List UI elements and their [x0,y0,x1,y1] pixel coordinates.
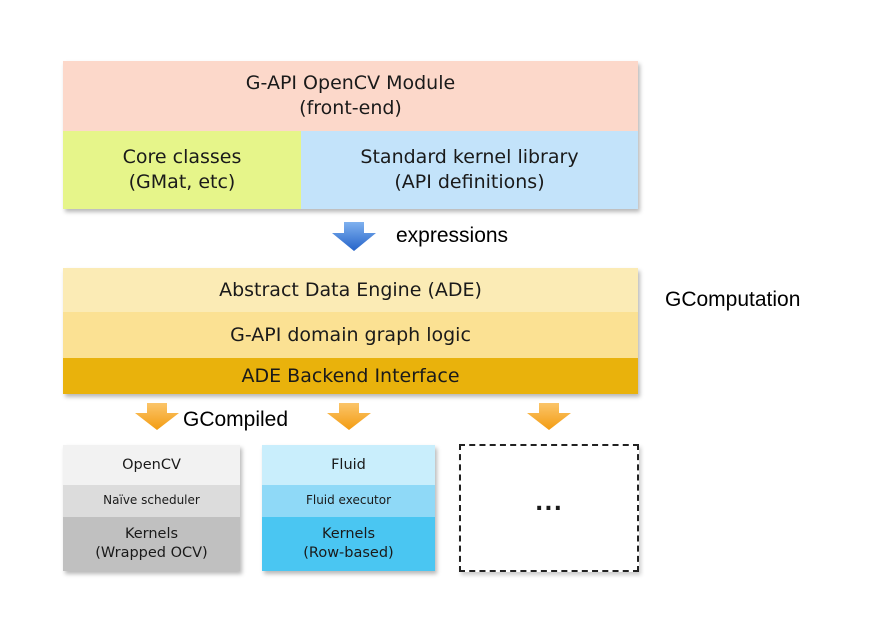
ade-box: Abstract Data Engine (ADE) [63,268,638,312]
down-arrow-orange-icon [527,403,571,430]
core-classes-box: Core classes (GMat, etc) [63,131,301,209]
frontend-module: G-API OpenCV Module (front-end) Core cla… [63,61,638,209]
down-arrow-blue-icon [332,222,376,251]
gcomputation-label: GComputation [665,288,801,311]
fluid-name: Fluid [262,445,435,485]
fluid-scheduler: Fluid executor [262,485,435,517]
opencv-name: OpenCV [63,445,240,485]
ellipsis-text: ... [534,490,564,516]
fluid-kernels: Kernels (Row-based) [262,517,435,571]
opencv-scheduler: Naïve scheduler [63,485,240,517]
opencv-kernels: Kernels (Wrapped OCV) [63,517,240,571]
placeholder-backend: ... [459,444,639,572]
expressions-label: expressions [396,224,509,247]
down-arrow-orange-icon [135,403,179,430]
gcompiled-label: GCompiled [183,408,289,431]
backend-interface-box: ADE Backend Interface [63,358,638,394]
frontend-title: G-API OpenCV Module (front-end) [63,61,638,131]
opencv-backend: OpenCV Naïve scheduler Kernels (Wrapped … [63,445,240,571]
down-arrow-orange-icon [327,403,371,430]
fluid-backend: Fluid Fluid executor Kernels (Row-based) [262,445,435,571]
ade-stack: Abstract Data Engine (ADE) G-API domain … [63,268,638,394]
graph-logic-box: G-API domain graph logic [63,312,638,358]
kernel-library-box: Standard kernel library (API definitions… [301,131,638,209]
